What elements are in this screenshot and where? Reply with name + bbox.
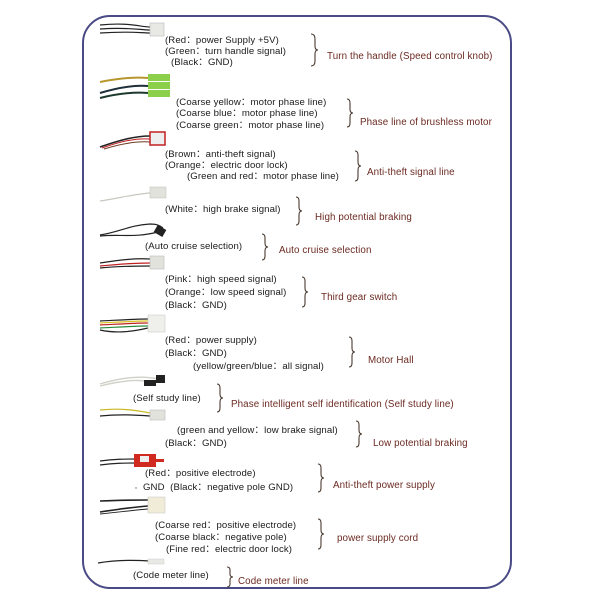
brace-auto-cruise xyxy=(261,233,269,261)
connector-turn-handle xyxy=(99,22,165,37)
wire-desc: (Coarse black：negative pole) xyxy=(155,532,287,543)
group-label-low-brake: Low potential braking xyxy=(373,438,468,449)
wire-desc: (Black：GND) xyxy=(165,300,227,311)
group-label-third-gear: Third gear switch xyxy=(321,292,398,303)
brace-code-meter xyxy=(226,566,234,588)
group-label-anti-theft-power: Anti-theft power supply xyxy=(333,480,435,491)
wire-desc: (Black：GND) xyxy=(171,57,233,68)
connector-auto-cruise xyxy=(99,223,167,237)
brace-turn-handle xyxy=(310,33,319,67)
brace-motor-hall xyxy=(348,336,356,368)
connector-self-study xyxy=(99,375,165,387)
group-label-anti-theft-signal: Anti-theft signal line xyxy=(367,167,455,178)
connector-phase-line xyxy=(99,74,170,99)
group-label-self-study: Phase intelligent self identification (S… xyxy=(231,399,454,410)
wire-desc: (Black：GND) xyxy=(165,348,227,359)
wire-desc: GND (Black：negative pole GND) xyxy=(143,482,294,493)
wire-desc: (Coarse blue：motor phase line) xyxy=(176,108,318,119)
group-label-motor-hall: Motor Hall xyxy=(368,355,414,366)
wire-desc: (Auto cruise selection) xyxy=(145,241,243,252)
brace-phase-line xyxy=(346,98,354,128)
group-label-power-supply: power supply cord xyxy=(337,533,419,544)
connector-third-gear xyxy=(99,255,165,270)
wire-desc: (yellow/green/blue：all signal) xyxy=(193,361,324,372)
brace-third-gear xyxy=(301,276,309,308)
wire-desc: (Red：power supply) xyxy=(165,335,257,346)
group-label-code-meter: Code meter line xyxy=(238,576,309,587)
connector-anti-theft-power xyxy=(99,454,164,489)
group-label-turn-handle: Turn the handle (Speed control knob) xyxy=(327,51,493,62)
wire-desc: (Orange：electric door lock) xyxy=(165,160,288,171)
wire-desc: (Brown：anti-theft signal) xyxy=(165,149,276,160)
connector-high-brake xyxy=(99,186,167,202)
wire-desc: (Orange：low speed signal) xyxy=(165,287,287,298)
wire-desc: (Red：power Supply +5V) xyxy=(165,35,279,46)
wire-desc: (Coarse green：motor phase line) xyxy=(176,120,325,131)
connector-code-meter xyxy=(97,558,165,565)
wire-desc: (Pink：high speed signal) xyxy=(165,274,277,285)
group-label-auto-cruise: Auto cruise selection xyxy=(279,245,372,256)
group-label-high-brake: High potential braking xyxy=(315,212,412,223)
wire-desc: (Coarse yellow：motor phase line) xyxy=(176,97,327,108)
diagram-frame xyxy=(82,15,512,589)
wire-desc: (White：high brake signal) xyxy=(165,204,281,215)
connector-anti-theft-signal xyxy=(99,131,166,150)
connector-motor-hall xyxy=(99,314,166,333)
brace-anti-theft-power xyxy=(317,463,325,493)
wire-desc: (Self study line) xyxy=(133,393,201,404)
brace-power-supply xyxy=(317,518,325,550)
brace-high-brake xyxy=(295,196,303,226)
wire-desc: (Red：positive electrode) xyxy=(145,468,256,479)
wire-desc: (Black：GND) xyxy=(165,438,227,449)
group-label-phase-line: Phase line of brushless motor xyxy=(360,117,492,128)
wire-desc: (Code meter line) xyxy=(133,570,209,581)
brace-anti-theft-signal xyxy=(354,150,362,182)
brace-self-study xyxy=(216,383,224,413)
wire-desc: (Fine red：electric door lock) xyxy=(166,544,293,555)
wire-desc: (Green and red：motor phase line) xyxy=(187,171,339,182)
wire-desc: (Green：turn handle signal) xyxy=(165,46,286,57)
wire-desc: (Coarse red：positive electrode) xyxy=(155,520,297,531)
connector-low-brake xyxy=(99,408,166,421)
brace-low-brake xyxy=(355,420,363,448)
wire-desc: (green and yellow：low brake signal) xyxy=(177,425,338,436)
connector-power-supply xyxy=(99,496,166,515)
